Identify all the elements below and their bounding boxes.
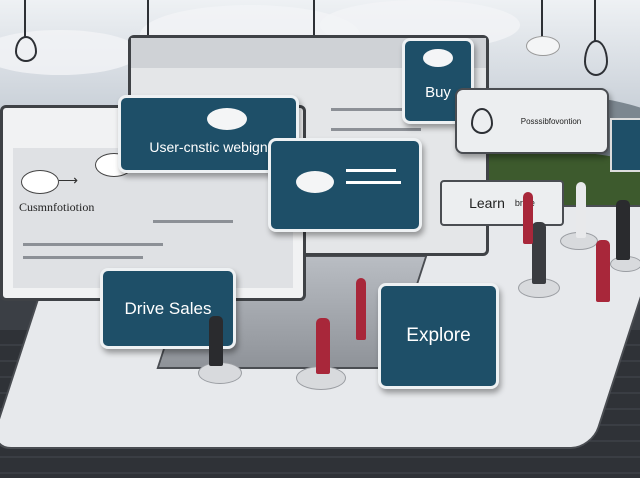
possibilities-card[interactable]: Posssibfovontion [455,88,609,154]
arrow-right-icon: ⟶ [58,172,79,188]
cloud-icon [296,171,334,193]
person-figure [576,182,586,238]
cloud-icon [21,170,59,194]
buy-button[interactable]: Buy [402,38,474,124]
cloud-icon [423,49,453,67]
cloud-icon [207,108,247,130]
person-figure [209,316,223,366]
person-figure [596,240,610,302]
side-panel [610,118,640,172]
person-figure [532,222,546,284]
cloud-icon [526,36,560,56]
person-figure [523,192,533,244]
droplet-icon [15,36,37,62]
person-figure [616,200,630,260]
learn-button[interactable]: Learn brule [440,180,564,226]
droplet-icon [471,108,493,134]
person-figure [316,318,330,374]
content-card[interactable] [268,138,422,232]
person-figure [356,278,366,340]
droplet-icon [584,40,608,76]
explore-button[interactable]: Explore [378,283,499,389]
window-caption: Cusmnfotiotion [19,200,95,214]
